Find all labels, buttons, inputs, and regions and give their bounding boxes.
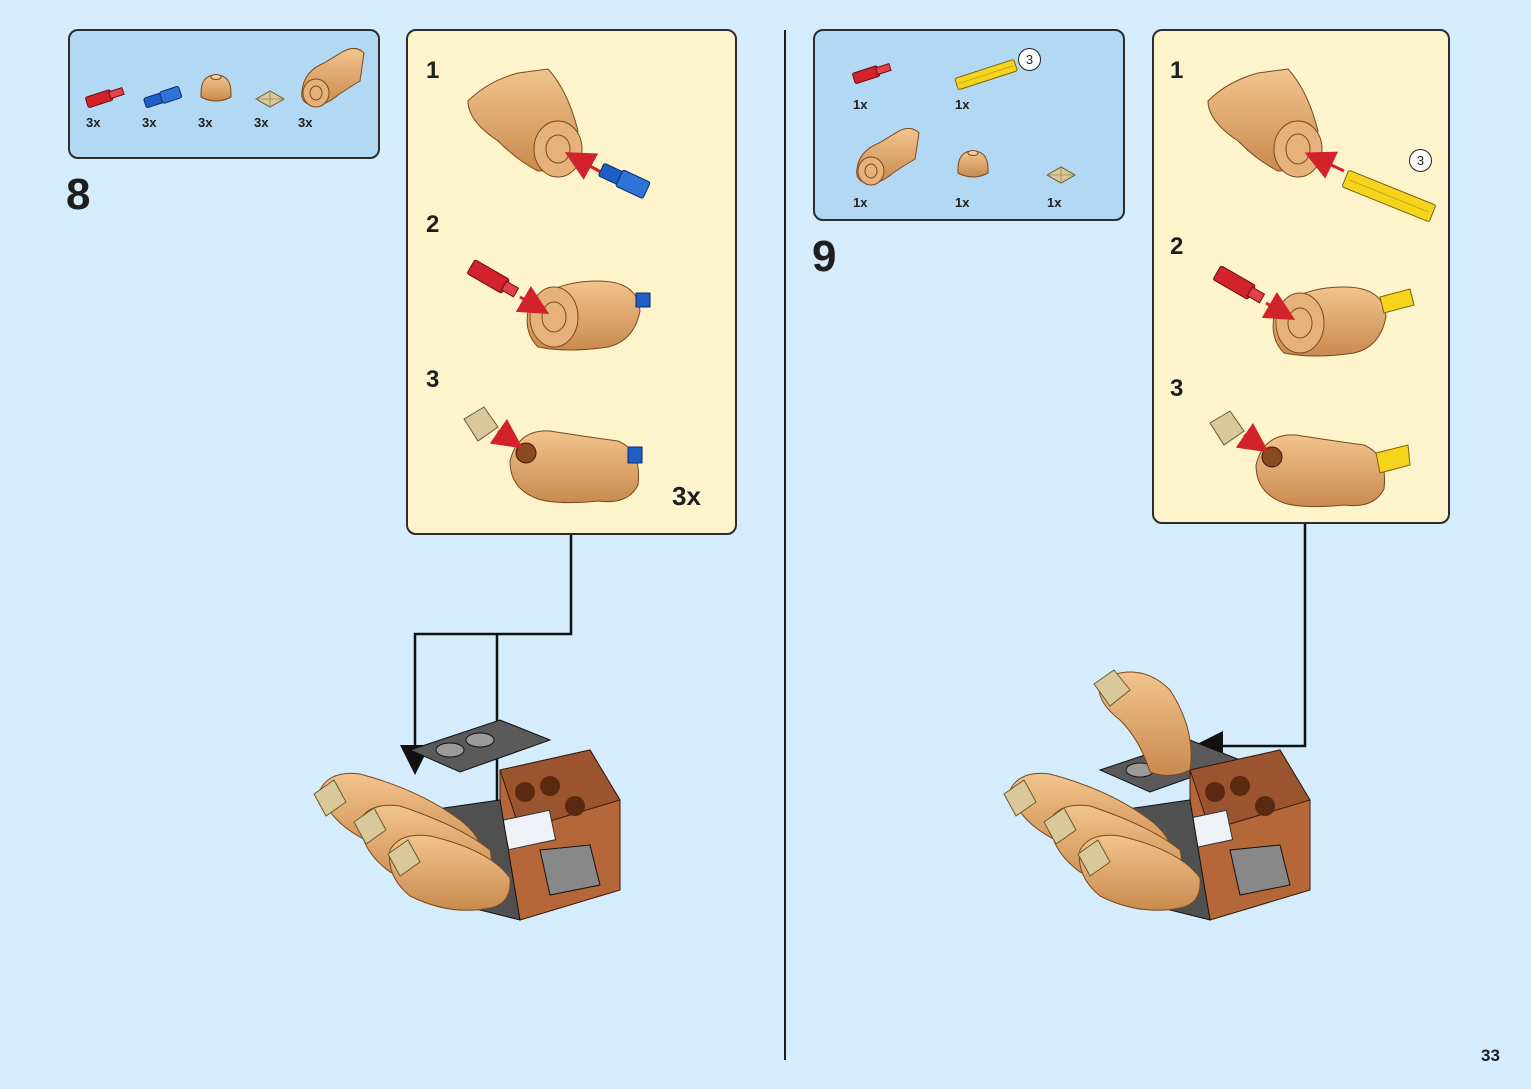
step8-substep-2: 2 [426,211,440,238]
step9-parts-list: 1x 3 1x 1x 1x 1x [813,29,1125,221]
arm-with-pyramid-tile-illustration [463,406,643,504]
step8-subassembly-box: 1 2 3 3x [406,29,737,535]
tan-curved-arm-icon [301,47,365,108]
arm-with-blue-pin-illustration [467,68,651,199]
step8-number: 8 [66,170,91,219]
step8-part-qty: 3x [198,115,213,130]
step8-parts-list: 3x 3x 3x 3x 3x [68,29,380,159]
step8-multiplier: 3x [672,481,701,511]
step9-part-qty: 1x [853,97,868,112]
step8-part-qty: 3x [254,115,269,130]
step9-substep-3: 3 [1170,375,1184,402]
step9-substep-1: 1 [1170,57,1184,84]
dark-tan-pyramid-tile-icon [1045,166,1077,184]
step9-subassembly-box: 1 3 2 3 [1152,29,1450,524]
arm-with-pyramid-and-axle-illustration [1209,410,1411,508]
arm-with-red-pin-illustration [467,259,651,351]
step9-part-qty: 1x [955,97,970,112]
axle-length-callout: 3 [1018,48,1041,71]
tan-dome-brick-icon [957,150,989,178]
step9-number: 9 [812,232,837,281]
red-axle-pin-icon [852,63,892,84]
step8-main-model-illustration [313,719,621,921]
page-number: 33 [1481,1046,1500,1065]
step9-substep-2: 2 [1170,233,1184,260]
step8-substep-1: 1 [426,57,440,84]
tan-curved-arm-icon [856,127,920,186]
step8-part-qty: 3x [298,115,313,130]
arm-with-red-pin-and-axle-illustration [1213,265,1415,357]
step8-part-qty: 3x [142,115,157,130]
step9-main-model-illustration [1003,669,1311,921]
axle-length-callout: 3 [1409,149,1432,172]
dark-tan-pyramid-tile-icon [254,90,286,108]
step9-part-qty: 1x [1047,195,1062,210]
yellow-axle-icon [954,59,1018,90]
step8-part-qty: 3x [86,115,101,130]
blue-axle-pin-icon [143,86,183,108]
step-divider [784,30,786,1060]
arm-with-yellow-axle-illustration [1207,68,1436,222]
red-axle-pin-icon [85,87,125,108]
tan-dome-brick-icon [200,74,232,102]
step9-part-qty: 1x [955,195,970,210]
step8-substep-3: 3 [426,366,440,393]
step9-part-qty: 1x [853,195,868,210]
